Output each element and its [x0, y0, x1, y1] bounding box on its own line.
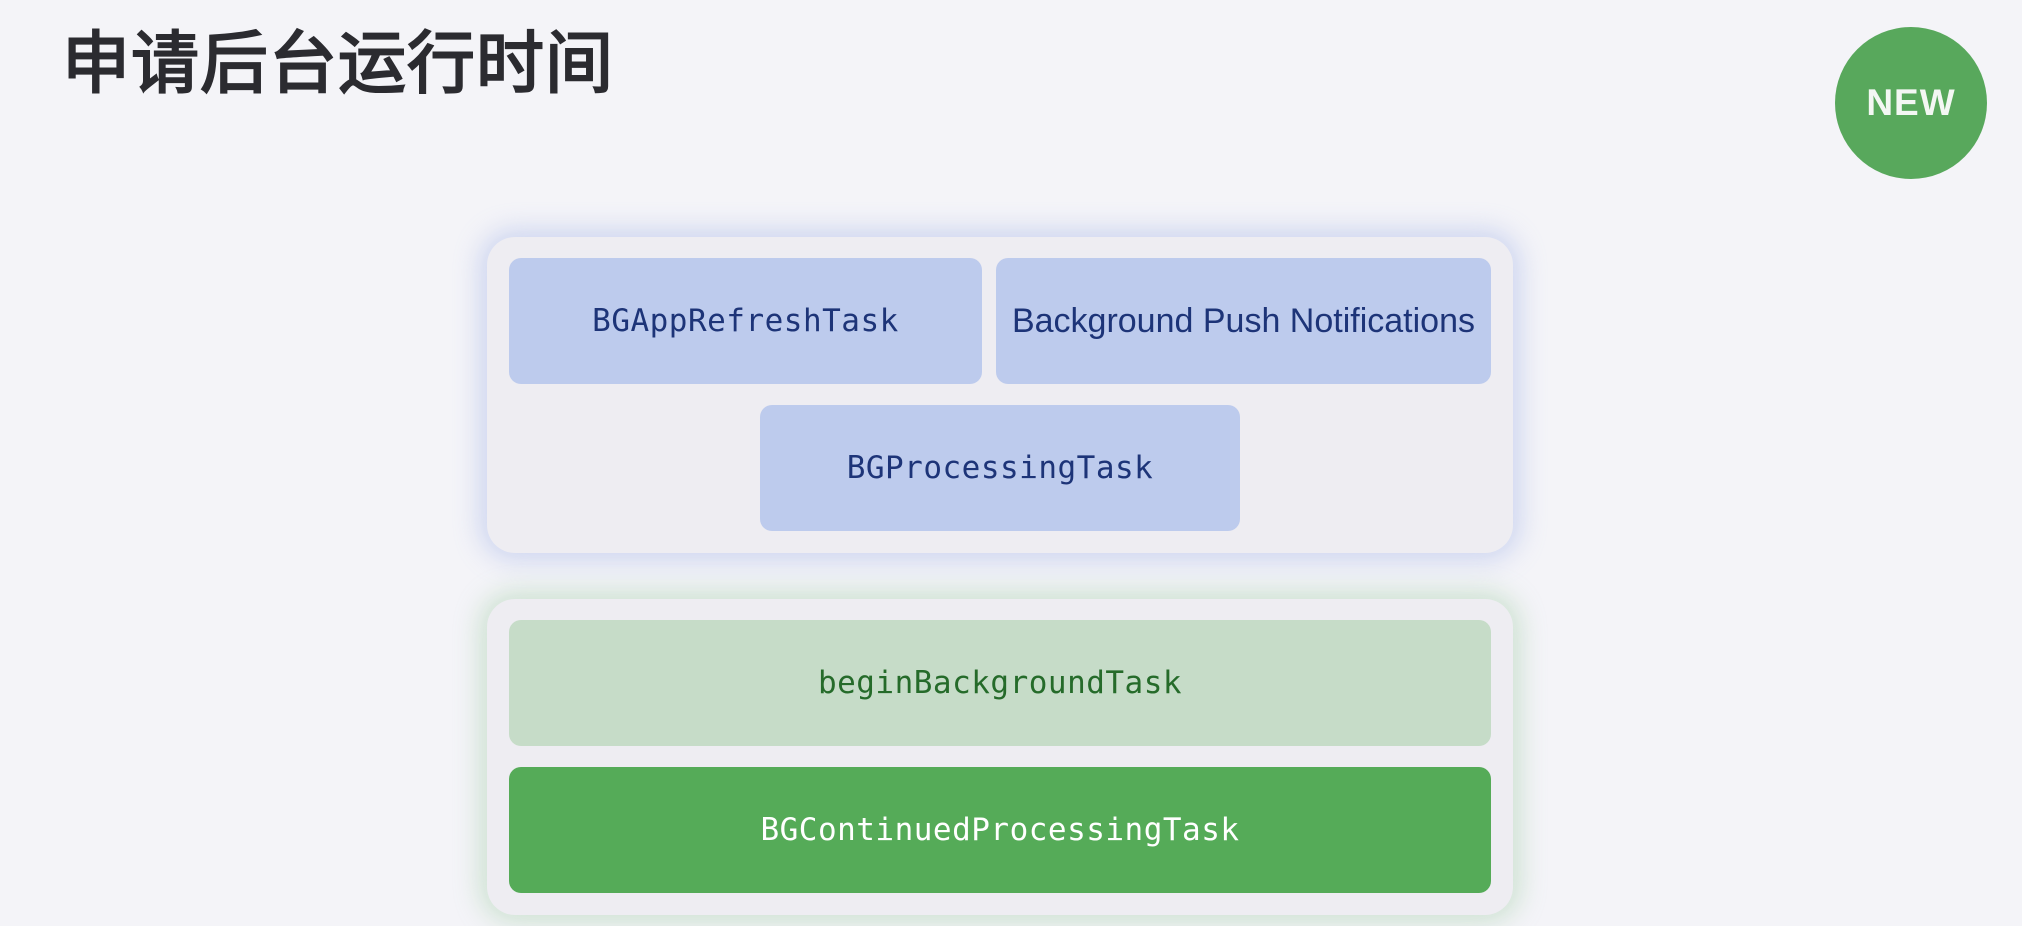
task-item-bgprocessingtask[interactable]: BGProcessingTask — [760, 405, 1240, 531]
continued-tasks-row-2: BGContinuedProcessingTask — [509, 767, 1491, 893]
new-badge-label: NEW — [1866, 82, 1956, 123]
task-item-label: BGContinuedProcessingTask — [760, 812, 1240, 848]
legacy-tasks-row-1: BGAppRefreshTask Background Push Notific… — [509, 258, 1491, 384]
continued-tasks-row-1: beginBackgroundTask — [509, 620, 1491, 746]
legacy-tasks-row-2: BGProcessingTask — [509, 405, 1491, 531]
task-item-beginbackgroundtask[interactable]: beginBackgroundTask — [509, 620, 1491, 746]
continued-background-tasks-card: beginBackgroundTask BGContinuedProcessin… — [487, 599, 1513, 915]
slide-header: 申请后台运行时间 NEW — [0, 0, 2022, 179]
page-title: 申请后台运行时间 — [62, 26, 615, 102]
task-item-label: BGAppRefreshTask — [592, 303, 899, 339]
legacy-background-tasks-card: BGAppRefreshTask Background Push Notific… — [487, 237, 1513, 553]
task-item-label: Background Push Notifications — [1011, 301, 1475, 340]
task-item-label: beginBackgroundTask — [817, 665, 1183, 701]
task-groups-stack: BGAppRefreshTask Background Push Notific… — [487, 237, 1513, 915]
task-item-bgcontinuedprocessingtask[interactable]: BGContinuedProcessingTask — [509, 767, 1491, 893]
task-item-label: BGProcessingTask — [846, 450, 1154, 486]
task-item-bgapprefreshtask[interactable]: BGAppRefreshTask — [509, 258, 982, 384]
new-badge: NEW — [1835, 27, 1987, 179]
task-item-background-push-notifications[interactable]: Background Push Notifications — [995, 258, 1491, 384]
